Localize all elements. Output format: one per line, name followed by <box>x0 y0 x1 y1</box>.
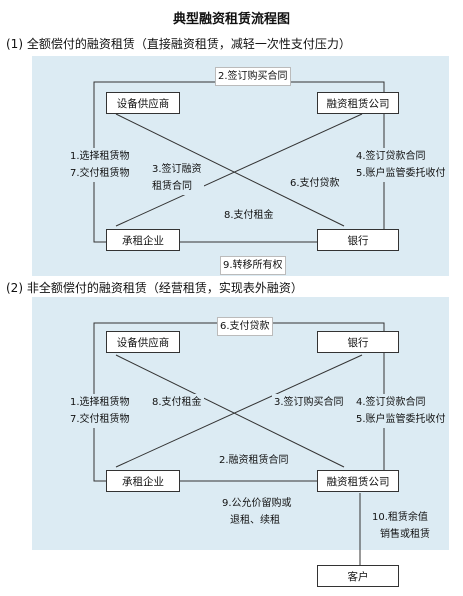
s2-purchase-contract-label: 3.签订购买合同 <box>272 394 346 411</box>
s1-lessee-node: 承租企业 <box>106 229 180 251</box>
s1-deliver-label: 7.交付租赁物 <box>70 168 130 179</box>
s2-lessee-supplier-labels: 1.选择租赁物 7.交付租赁物 <box>68 394 132 428</box>
s1-loan-contract-label: 4.签订贷款合同 <box>356 151 426 162</box>
section1-heading: (1) 全额偿付的融资租赁（直接融资租赁，减轻一次性支付压力） <box>6 37 351 51</box>
s1-lease-contract-line2: 租赁合同 <box>152 181 192 192</box>
s2-lessee-node: 承租企业 <box>106 470 180 492</box>
s2-lessor-node: 融资租赁公司 <box>317 470 399 492</box>
s2-lease-contract-label: 2.融资租赁合同 <box>217 452 291 469</box>
s1-transfer-ownership-label: 9.转移所有权 <box>220 256 286 275</box>
s1-pay-loan-label: 6.支付贷款 <box>288 175 342 192</box>
s2-pay-rent-label: 8.支付租金 <box>150 394 204 411</box>
s2-bank-node: 银行 <box>317 331 399 353</box>
section1-panel: 设备供应商 融资租赁公司 承租企业 银行 2.签订购买合同 1.选择租赁物 7.… <box>32 56 449 276</box>
s2-buyback-line1: 9.公允价留购或 <box>222 498 292 509</box>
section2-heading: (2) 非全额偿付的融资租赁（经营租赁，实现表外融资） <box>6 281 303 295</box>
s2-select-label: 1.选择租赁物 <box>70 397 130 408</box>
s1-bank-lessor-labels: 4.签订贷款合同 5.账户监管委托收付 <box>354 148 448 182</box>
s1-lease-contract-line1: 3.签订融资 <box>152 164 202 175</box>
s1-account-supervision-label: 5.账户监管委托收付 <box>356 168 446 179</box>
s2-residual-line2: 销售或租赁 <box>380 529 430 540</box>
s2-bank-lessor-labels: 4.签订贷款合同 5.账户监管委托收付 <box>354 394 448 428</box>
s2-supplier-node: 设备供应商 <box>106 331 180 353</box>
s2-account-supervision-label: 5.账户监管委托收付 <box>356 414 446 425</box>
s2-residual-labels: 10.租赁余值 销售或租赁 <box>370 509 432 543</box>
s1-pay-rent-label: 8.支付租金 <box>222 207 276 224</box>
s2-customer-node: 客户 <box>317 565 399 587</box>
s2-residual-line1: 10.租赁余值 <box>372 512 428 523</box>
diagram-title: 典型融资租赁流程图 <box>172 12 290 27</box>
s2-buyback-line2: 退租、续租 <box>230 515 280 526</box>
s1-lessor-node: 融资租赁公司 <box>317 92 399 114</box>
s1-lessee-supplier-labels: 1.选择租赁物 7.交付租赁物 <box>68 148 132 182</box>
s1-supplier-node: 设备供应商 <box>106 92 180 114</box>
s2-buyback-labels: 9.公允价留购或 退租、续租 <box>220 495 294 529</box>
section2-panel: 设备供应商 银行 承租企业 融资租赁公司 6.支付贷款 1.选择租赁物 7.交付… <box>32 297 449 565</box>
s1-lease-contract-labels: 3.签订融资 租赁合同 <box>150 161 204 195</box>
s2-loan-contract-label: 4.签订贷款合同 <box>356 397 426 408</box>
s1-bank-node: 银行 <box>317 229 399 251</box>
s1-select-label: 1.选择租赁物 <box>70 151 130 162</box>
s2-deliver-label: 7.交付租赁物 <box>70 414 130 425</box>
s1-purchase-contract-label: 2.签订购买合同 <box>215 67 291 86</box>
s2-pay-loan-label: 6.支付贷款 <box>217 317 273 336</box>
